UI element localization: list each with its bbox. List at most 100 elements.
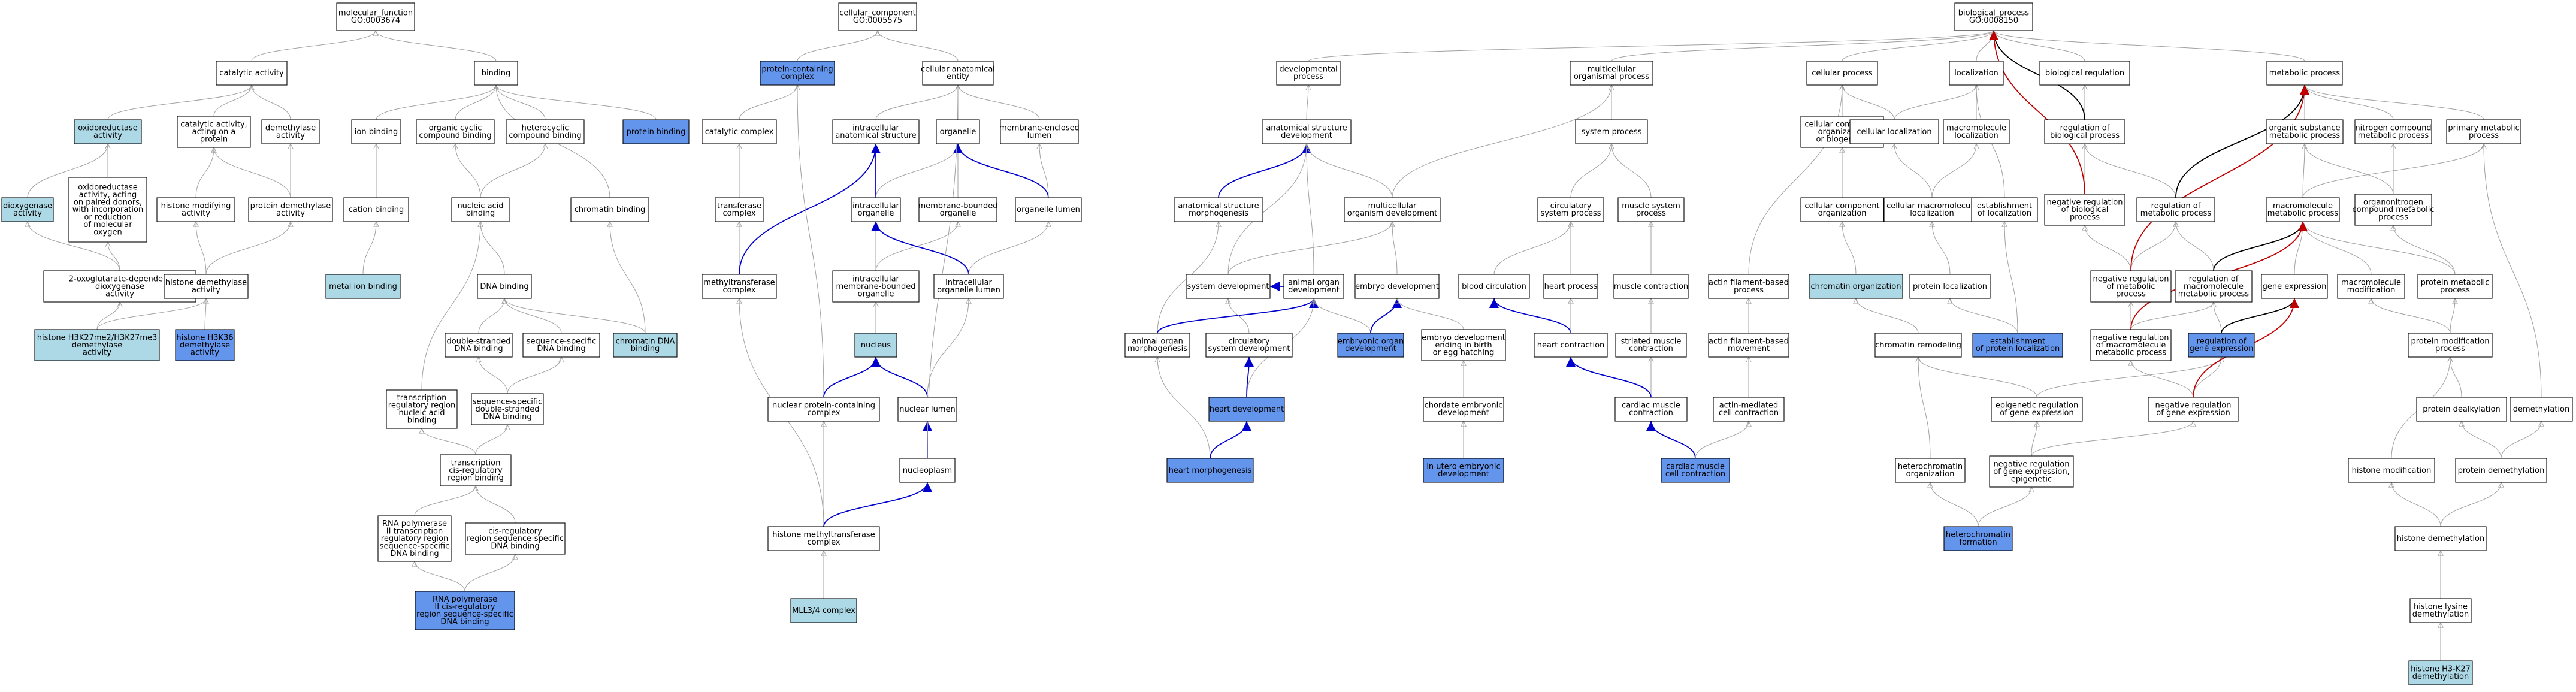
term-node-demethylation[interactable]: demethylation — [2510, 397, 2573, 422]
term-node-dna-binding[interactable]: DNA binding — [477, 274, 532, 299]
term-node-protein-localization[interactable]: protein localization — [1909, 274, 1991, 299]
term-node-catalytic-complex[interactable]: catalytic complex — [702, 119, 777, 144]
term-node-binding[interactable]: binding — [474, 61, 518, 86]
term-node-protein-demethylation[interactable]: protein demethylation — [2455, 458, 2547, 483]
term-node-catalytic[interactable]: catalytic activity — [216, 61, 288, 86]
term-node-h3k27[interactable]: histone H3K27me2/H3K27me3demethylaseacti… — [34, 329, 160, 361]
term-node-heart-morphogenesis[interactable]: heart morphogenesis — [1166, 458, 1254, 483]
term-node-gene-expression[interactable]: gene expression — [2261, 274, 2328, 299]
term-node-protein-binding[interactable]: protein binding — [622, 119, 690, 144]
term-node-muscle-contraction[interactable]: muscle contraction — [1613, 274, 1689, 299]
term-node-histone-modification[interactable]: histone modification — [2348, 458, 2435, 483]
term-node-system-process[interactable]: system process — [1575, 119, 1648, 144]
term-node-organelle-lumen[interactable]: organelle lumen — [1015, 197, 1082, 222]
term-node-organelle[interactable]: organelle — [936, 119, 980, 144]
term-node-system-development[interactable]: system development — [1186, 274, 1271, 299]
term-node-chromatin-remodeling[interactable]: chromatin remodeling — [1874, 333, 1962, 358]
term-node-ion-binding[interactable]: ion binding — [351, 119, 401, 144]
term-node-chromatin-organization[interactable]: chromatin organization — [1809, 274, 1903, 299]
term-node-heart-process[interactable]: heart process — [1543, 274, 1598, 299]
term-node-nucleus[interactable]: nucleus — [854, 333, 897, 358]
term-node-biological-regulation[interactable]: biological regulation — [2039, 61, 2130, 86]
term-node-chromatin-binding[interactable]: chromatin binding — [570, 197, 649, 222]
term-node-cellular-process[interactable]: cellular process — [1806, 61, 1878, 86]
term-node-mll3-4[interactable]: MLL3/4 complex — [790, 598, 857, 623]
term-node-cellular-localization[interactable]: cellular localization — [1849, 119, 1939, 144]
term-node-heart-development[interactable]: heart development — [1208, 397, 1285, 422]
term-node-localization[interactable]: localization — [1949, 61, 2004, 86]
term-node-nuclear-lumen[interactable]: nuclear lumen — [897, 397, 957, 422]
term-node-protein-dealkylation[interactable]: protein dealkylation — [2416, 397, 2507, 422]
term-node-heart-contraction[interactable]: heart contraction — [1534, 333, 1608, 358]
term-node-cation-binding[interactable]: cation binding — [343, 197, 409, 222]
term-node-histone-demethylation[interactable]: histone demethylation — [2394, 526, 2487, 551]
